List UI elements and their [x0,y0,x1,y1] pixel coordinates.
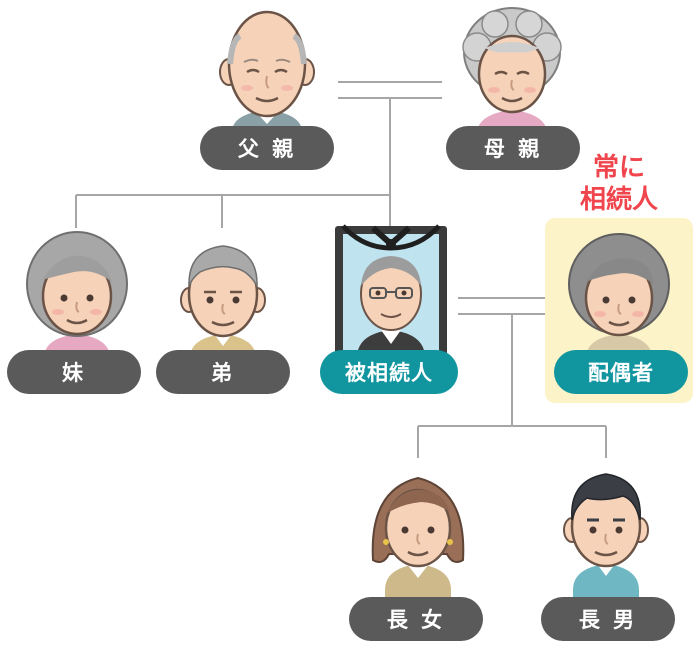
eldest-son-illustration [563,473,649,600]
spouse-label: 配偶者 [554,350,688,394]
younger-sister-label: 妹 [7,350,141,394]
mother-illustration [462,7,562,152]
always-heir-note: 常に 相続人 [556,152,682,216]
note-line-1: 常に [592,153,645,183]
eldest-daughter-label: 長 女 [349,597,483,641]
eldest-daughter-illustration [371,476,465,600]
note-line-2: 相続人 [579,185,658,215]
mother-label: 母 親 [446,126,580,170]
younger-sister-illustration [26,231,128,370]
father-label: 父 親 [200,126,334,170]
spouse-illustration [568,233,670,370]
younger-brother-illustration [180,245,266,370]
younger-brother-label: 弟 [156,350,290,394]
eldest-son-label: 長 男 [541,597,675,641]
decedent-label: 被相続人 [320,350,458,394]
decedent-portrait-illustration [335,224,447,366]
